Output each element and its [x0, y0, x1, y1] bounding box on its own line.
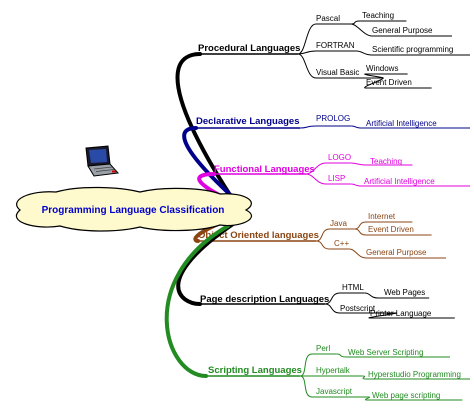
sub-connector — [315, 240, 331, 250]
central-topic: Programming Language Classification — [16, 186, 253, 232]
leaf-connector — [362, 375, 367, 380]
sub-label: C++ — [334, 239, 349, 248]
sub-label: Java — [330, 219, 347, 228]
leaf-connector — [350, 162, 367, 166]
sub-label: HTML — [342, 283, 364, 292]
sub-label: Hypertalk — [316, 366, 351, 375]
leaf-label: Hyperstudio Programming — [368, 370, 461, 379]
branch-connector-page_description — [176, 220, 238, 306]
sub-label: Perl — [316, 344, 330, 353]
sub-label: LISP — [328, 174, 345, 183]
sub-connector — [315, 228, 331, 242]
sub-connector — [299, 375, 313, 398]
branch-label-procedural: Procedural Languages — [198, 43, 300, 54]
sub-label: FORTRAN — [316, 41, 355, 50]
branch-connector-declarative — [182, 126, 238, 202]
leaf-label: Web Pages — [384, 288, 425, 297]
leaf-connector — [350, 183, 363, 187]
leaf-label: General Purpose — [366, 248, 427, 257]
leaf-connector — [364, 396, 370, 401]
leaf-connector — [349, 248, 367, 259]
sub-label: Pascal — [316, 14, 340, 23]
sub-label: PROLOG — [316, 114, 350, 123]
center-title: Programming Language Classification — [42, 205, 225, 216]
leaf-label: Teaching — [370, 157, 402, 166]
sub-label: Visual Basic — [316, 68, 359, 77]
leaf-connector — [364, 292, 379, 299]
leaf-label: Artificial Intelligence — [366, 119, 437, 128]
leaf-connector — [351, 23, 373, 37]
leaf-label: Event Driven — [368, 225, 414, 234]
center-cloud — [16, 186, 253, 232]
leaf-connector — [354, 228, 367, 236]
leaf-label: Internet — [368, 212, 396, 221]
branch-label-page_description: Page description Languages — [200, 294, 329, 305]
leaf-label: Scientific programming — [372, 45, 453, 54]
sub-connector — [297, 23, 317, 55]
leaf-label: Teaching — [362, 11, 394, 20]
branch-label-scripting: Scripting Languages — [208, 365, 302, 376]
leaf-connector — [368, 312, 397, 319]
laptop-icon — [85, 145, 120, 177]
sub-label: Javascript — [316, 387, 353, 396]
sub-connector — [305, 162, 327, 175]
branch-connector-procedural — [175, 52, 232, 197]
leaf-label: Event Driven — [366, 78, 412, 87]
leaf-label: Printer Language — [370, 309, 432, 318]
leaf-connector — [336, 353, 347, 358]
leaf-label: Web Server Scripting — [348, 348, 423, 357]
leaf-connector — [356, 50, 373, 56]
leaf-connector — [351, 20, 361, 25]
sub-connector — [299, 125, 317, 129]
sub-connector — [299, 353, 313, 377]
sub-connector — [324, 292, 341, 305]
branch-label-declarative: Declarative Languages — [196, 116, 300, 127]
branch-label-functional: Functional Languages — [214, 164, 315, 175]
sub-connector — [297, 53, 317, 79]
sub-label: Postscript — [340, 304, 376, 313]
branch-connector-scripting — [164, 224, 230, 378]
leaf-label: Artificial Intelligence — [364, 177, 435, 186]
leaf-connector — [364, 77, 384, 89]
sub-label: LOGO — [328, 153, 351, 162]
branch-label-object_oriented: Object Oriented languages — [198, 230, 319, 241]
sub-connector — [305, 173, 327, 185]
leaf-label: General Purpose — [372, 26, 433, 35]
sub-connector — [324, 303, 341, 314]
leaf-connector — [351, 125, 363, 129]
leaf-label: Windows — [366, 64, 398, 73]
leaf-connector — [354, 221, 367, 230]
leaf-label: Web page scripting — [372, 391, 440, 400]
